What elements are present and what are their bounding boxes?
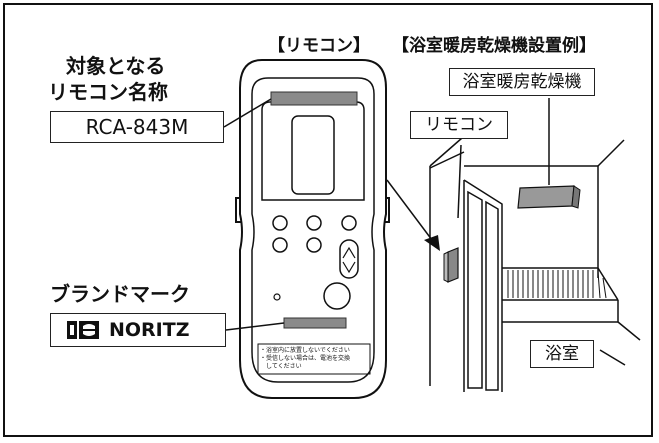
remote-callout-line (386, 179, 433, 241)
model-name-box: RCA-843M (50, 111, 224, 143)
diagram-frame (3, 3, 653, 437)
warning-line: ・受信しない場合は、電池を交換 (260, 355, 351, 362)
callout-arrowhead-icon (424, 235, 440, 251)
remote-button (272, 237, 288, 253)
remote-section-heading: 【リモコン】 (268, 36, 370, 56)
remote-inner-body (251, 77, 375, 383)
leader-lines (223, 98, 626, 366)
bathroom-illustration (429, 137, 641, 392)
noritz-logo-icon (67, 321, 99, 339)
brand-name-box: NORITZ (50, 313, 226, 347)
ceiling-corner (597, 139, 625, 167)
remote-control-illustration (235, 59, 390, 399)
bathroom-pointer-line (599, 349, 626, 366)
dryer-label-box: 浴室暖房乾燥機 (449, 68, 595, 96)
brand-name-text: NORITZ (109, 318, 190, 341)
door-panel (485, 200, 499, 391)
remote-body (239, 59, 387, 399)
door-panel (467, 190, 483, 389)
remote-button (306, 215, 322, 231)
brand-leader-line (225, 322, 285, 331)
left-wall-top (429, 137, 463, 167)
down-arrow-icon (342, 261, 356, 274)
remote-warning-text: ・浴室内に放置しないでください ・受信しない場合は、電池を交換 してください (260, 347, 370, 371)
up-arrow-icon (342, 246, 356, 259)
brand-label-plate (283, 317, 347, 329)
remote-button (272, 215, 288, 231)
remote-button (306, 237, 322, 253)
wall-remote-illustration (443, 247, 459, 283)
floor-line (617, 321, 641, 341)
remote-indicator-dot (273, 293, 281, 301)
remote-display-window (291, 115, 335, 195)
warning-line: してください (260, 363, 302, 370)
remote-updown-button (339, 239, 359, 279)
bathroom-label-box: 浴室 (530, 340, 594, 368)
bathtub-corner (597, 267, 619, 301)
remote-button (341, 215, 357, 231)
brand-mark-label: ブランドマーク (50, 282, 190, 306)
model-label-plate (270, 91, 358, 106)
remote-main-button (323, 282, 351, 310)
remote-label-box: リモコン (410, 111, 508, 139)
warning-line: ・浴室内に放置しないでください (260, 347, 350, 354)
ceiling-line-left (429, 151, 465, 169)
door-frame (463, 179, 503, 392)
remote-warning-box (257, 343, 371, 375)
example-section-heading: 【浴室暖房乾燥機設置例】 (392, 36, 596, 56)
remote-pointer-line (457, 144, 462, 219)
ceiling-dryer-unit (517, 185, 581, 209)
bathtub-lid-hatching (507, 270, 607, 299)
target-remote-label: 対象となる (66, 54, 166, 78)
target-remote-label-line2: リモコン名称 (48, 80, 168, 104)
model-leader-line (223, 98, 272, 128)
